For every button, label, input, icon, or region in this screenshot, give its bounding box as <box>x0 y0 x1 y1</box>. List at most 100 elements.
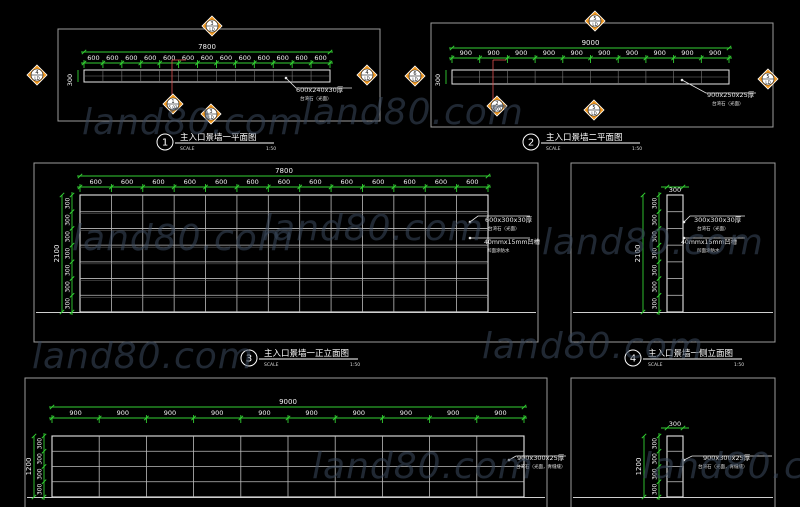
plan1-tag-bottom-section-tag-ref: LD <box>208 115 213 120</box>
side4-vdim-label: 300 <box>652 197 659 209</box>
plan1-frame <box>57 28 381 122</box>
plan2-tag-top-section-tag-ref: LD <box>592 22 597 27</box>
side6-width-label: 300 <box>669 420 681 428</box>
plan1-dim-label: 600 <box>276 54 288 62</box>
side4-callout2-leader-dot <box>682 236 686 240</box>
plan2-title-text: 主入口景墙二平面图 <box>546 132 623 143</box>
side4-title-number: 4 <box>630 354 636 365</box>
plan2-title-number: 2 <box>528 138 534 149</box>
elev5-vdim-tick <box>41 463 47 470</box>
side4-title-text: 主入口景墙一侧立面图 <box>648 348 733 359</box>
plan2-dim-label: 900 <box>543 49 555 57</box>
elev5-dim-label: 900 <box>400 409 412 417</box>
side6-width-tick <box>680 425 686 431</box>
plan2-title-scale-label: SCALE <box>546 146 561 152</box>
elev3-dim-label: 600 <box>278 178 290 186</box>
plan1-dim-label: 600 <box>144 54 156 62</box>
elev3-overall-label: 7800 <box>275 167 293 175</box>
elev5-vdim-overall-tick <box>31 433 37 439</box>
side4-wall-outline <box>666 194 684 313</box>
plan2-tag-left-section-tag-num: 6 <box>413 71 416 77</box>
elev5-vdim-overall-label: 1200 <box>25 458 33 476</box>
elev5-overall-tick <box>49 404 55 410</box>
plan1-callout-size: 600x240x30厚 <box>296 86 344 94</box>
elev5-callout-material: 台湾石（光面，青缝缝） <box>516 463 566 470</box>
plan1-tag-right-section-tag-num: 4 <box>365 70 368 76</box>
plan2-dim-label: 900 <box>460 49 472 57</box>
plan2-tag-bottom-section-tag-num: 5 <box>592 105 595 111</box>
elev3-dim-label: 600 <box>246 178 258 186</box>
plan1-dim-label: 600 <box>125 54 137 62</box>
side4-callout1-material: 台湾石（光面） <box>697 225 729 232</box>
plan2-tag-bottom-section-tag-ref: LD <box>591 111 596 116</box>
plan1-tag-top-section-tag-ref: LD <box>209 27 214 32</box>
elev3-vdim-label: 300 <box>65 264 72 276</box>
side6-vdim-tick <box>656 463 662 470</box>
plan2-tag-detail-section-tag-num: 2 <box>495 101 498 107</box>
elev5-overall-label: 9000 <box>279 398 297 406</box>
elev3-vdim-overall-tick <box>59 192 65 198</box>
side4-vdim-tick <box>656 259 662 265</box>
elev3-vdim-label: 300 <box>65 281 72 293</box>
elev5-callout-size: 900x300x25厚 <box>517 454 565 462</box>
side4-callout1-size: 300x300x30厚 <box>694 216 742 224</box>
elev5-dim-label: 900 <box>494 409 506 417</box>
side6-callout-leader-dot <box>682 458 686 462</box>
elev5-dim-label: 900 <box>258 409 270 417</box>
side4-vdim-tick <box>656 292 662 298</box>
elev3-overall-tick <box>77 173 83 179</box>
elev3-title-scale: 1:50 <box>350 362 360 368</box>
elev3-title-scale-label: SCALE <box>264 362 279 368</box>
elev5-vdim-tick <box>41 448 47 454</box>
elev3-frame <box>33 162 539 343</box>
plan1-dim-label: 600 <box>182 54 194 62</box>
elev5-dim-label: 900 <box>447 409 459 417</box>
plan2-tag-top-section-tag-num: 5 <box>593 16 596 22</box>
elev5-vdim-overall-tick <box>31 494 37 500</box>
plan1-tag-detail-section-tag-num: 1 <box>171 99 174 105</box>
side6-vdim-tick <box>656 433 662 439</box>
side6-vdim-tick <box>656 494 662 500</box>
plan2-overall-tick <box>726 45 732 51</box>
side6-vdim-label: 300 <box>652 453 659 465</box>
side4-frame <box>570 162 776 343</box>
elev3-callout2-sub: 凹面涂防水 <box>487 247 510 254</box>
side6-vdim-label: 300 <box>652 468 659 480</box>
plan1-title-number: 1 <box>162 138 168 149</box>
elev5-callout-leader-dot <box>507 458 511 462</box>
side6-vdim-overall-tick <box>641 494 647 500</box>
side6-vdim-tick <box>656 448 662 454</box>
plan1-title-text: 主入口景墙一平面图 <box>180 132 257 143</box>
plan1-dim-label: 600 <box>106 54 118 62</box>
plan1-overall-tick <box>327 49 333 55</box>
elev5-vdim-label: 300 <box>37 453 44 465</box>
elev3-dim-label: 600 <box>403 178 415 186</box>
elev3-dim-label: 600 <box>215 178 227 186</box>
elev3-vdim-tick <box>69 276 75 282</box>
plan1-title-scale: 1:50 <box>266 146 276 152</box>
elev5-vdim-label: 300 <box>37 483 44 495</box>
plan1-title-circle <box>156 133 174 151</box>
side4-vdim-label: 300 <box>652 231 659 243</box>
elev5-dim-label: 900 <box>211 409 223 417</box>
elev5-vdim-tick <box>41 494 47 500</box>
elev3-title-number: 3 <box>246 354 252 365</box>
elev5-overall-tick <box>521 404 527 410</box>
plan2-dim-label: 900 <box>515 49 527 57</box>
elev3-dim-label: 600 <box>152 178 164 186</box>
side4-title-circle <box>624 349 642 367</box>
elev3-dim-label: 600 <box>466 178 478 186</box>
plan2-title-scale: 1:50 <box>632 146 642 152</box>
side4-width-tick <box>664 184 670 190</box>
plan1-tag-bottom-section-tag-num: 3 <box>209 109 212 115</box>
elev3-overall-tick <box>485 173 491 179</box>
elev3-vdim-tick <box>69 225 75 231</box>
side6-callout-size: 900x300x25厚 <box>703 454 751 462</box>
plan1-dim-label: 600 <box>220 54 232 62</box>
side4-vdim-overall-tick <box>640 309 646 315</box>
plan1-tag-detail-section-tag-ref: 5.02 <box>169 105 178 110</box>
plan2-tag-right-section-tag-ref: LD <box>765 80 770 85</box>
elev3-dim-label: 600 <box>435 178 447 186</box>
side4-vdim-label: 300 <box>652 298 659 310</box>
